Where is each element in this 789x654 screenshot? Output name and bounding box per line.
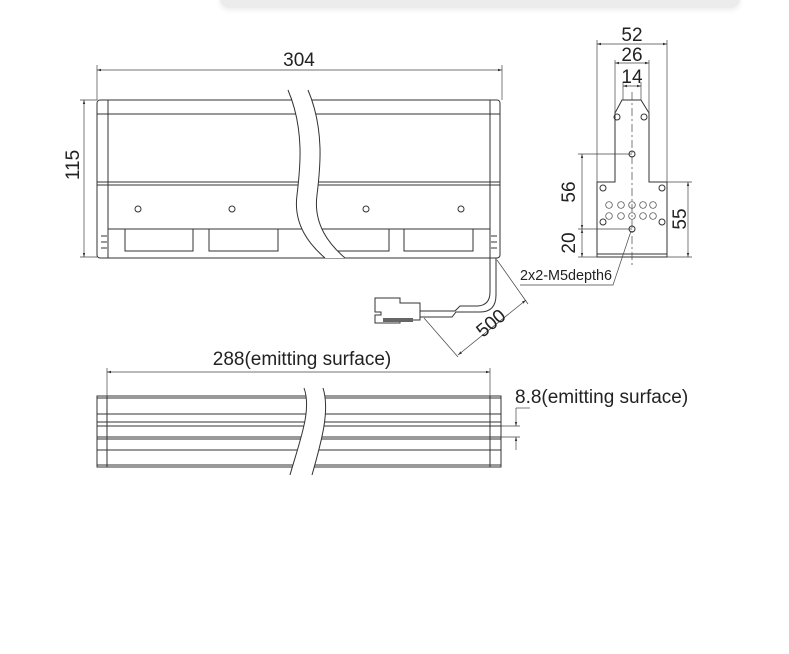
dim-hole-spacing: 56 [559, 181, 580, 202]
cable-connector: 500 [374, 258, 529, 358]
dim-height: 115 [63, 150, 84, 180]
dim-inner-width: 26 [621, 45, 642, 66]
dim-length: 304 [283, 50, 315, 71]
dim-bottom-offset: 20 [559, 232, 580, 253]
dim-cable-length: 500 [473, 306, 511, 342]
front-view: 304 115 [63, 50, 503, 259]
dim-body-height: 55 [670, 208, 691, 229]
top-panel-shadow [220, 0, 740, 8]
dim-top-width: 14 [621, 67, 643, 88]
dim-emitting-length: 288(emitting surface) [213, 349, 391, 370]
side-view: 52 26 14 56 20 55 2x2-M5depth6 [520, 25, 692, 286]
dim-emitting-width: 8.8(emitting surface) [515, 387, 688, 408]
bottom-view: 288(emitting surface) 8.8(emitting surfa… [96, 349, 688, 476]
holes [599, 113, 666, 233]
led-modules [124, 228, 474, 252]
mounting-holes [134, 205, 465, 213]
hole-note: 2x2-M5depth6 [520, 267, 612, 284]
dim-width: 52 [621, 25, 642, 46]
